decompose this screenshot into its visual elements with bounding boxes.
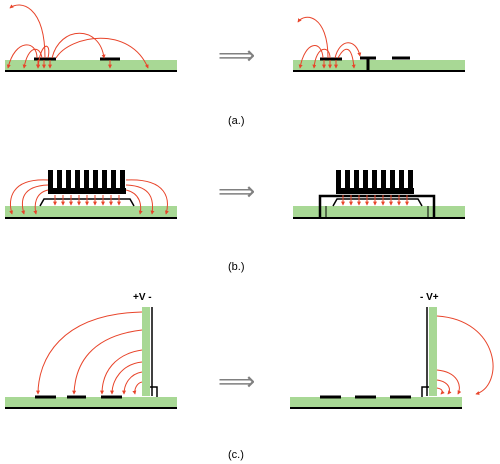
field-line bbox=[337, 48, 356, 69]
field-line bbox=[334, 42, 362, 59]
field-line bbox=[298, 45, 324, 69]
field-line bbox=[72, 329, 143, 395]
field-line bbox=[36, 45, 50, 69]
heatsink-ground-frame bbox=[318, 194, 436, 218]
daughter-board bbox=[142, 307, 150, 396]
pcb-board bbox=[293, 60, 465, 70]
panel-label-b: (b.) bbox=[228, 261, 245, 273]
field-line bbox=[122, 371, 143, 395]
pcb-board bbox=[5, 397, 177, 407]
pcb-board bbox=[5, 60, 177, 70]
pcb-board bbox=[293, 206, 465, 217]
field-line bbox=[9, 179, 49, 215]
transform-arrow-b: ⟹ bbox=[218, 177, 255, 207]
panel-b-after bbox=[293, 170, 465, 219]
field-line bbox=[125, 179, 169, 215]
field-line bbox=[33, 189, 49, 215]
field-line bbox=[436, 315, 494, 395]
transform-arrow-c: ⟹ bbox=[218, 367, 255, 397]
panel-b-before bbox=[5, 170, 177, 219]
daughter-board bbox=[429, 307, 437, 396]
transform-arrow-a: ⟹ bbox=[218, 41, 255, 71]
field-line bbox=[36, 311, 143, 395]
field-line bbox=[6, 44, 38, 69]
field-line bbox=[125, 189, 143, 215]
field-line bbox=[22, 48, 43, 69]
field-line bbox=[21, 184, 49, 215]
panel-label-a: (a.) bbox=[228, 115, 245, 127]
pcb-board bbox=[290, 397, 462, 407]
field-line bbox=[55, 37, 149, 69]
heatsink bbox=[336, 170, 414, 194]
field-line bbox=[297, 16, 329, 59]
panel-c-before: +V - bbox=[5, 292, 177, 409]
field-line bbox=[125, 184, 155, 215]
connector bbox=[150, 386, 158, 397]
field-line bbox=[436, 369, 462, 395]
panel-label-c: (c.) bbox=[228, 449, 244, 461]
field-line bbox=[312, 48, 331, 69]
heatsink bbox=[48, 170, 126, 194]
field-line bbox=[51, 32, 106, 59]
field-line bbox=[110, 361, 143, 395]
field-line bbox=[100, 349, 143, 395]
panel-a-before bbox=[5, 4, 177, 72]
ic-package bbox=[332, 198, 423, 207]
field-line bbox=[9, 4, 46, 59]
field-line bbox=[132, 381, 143, 395]
connector bbox=[421, 386, 429, 397]
polarity-label: +V - bbox=[133, 292, 152, 303]
polarity-label: - V+ bbox=[420, 292, 439, 303]
field-line bbox=[436, 379, 452, 395]
pcb-board bbox=[5, 206, 177, 217]
field-line bbox=[436, 387, 445, 395]
panel-c-after: - V+ bbox=[290, 292, 494, 409]
panel-a-after bbox=[293, 16, 465, 72]
